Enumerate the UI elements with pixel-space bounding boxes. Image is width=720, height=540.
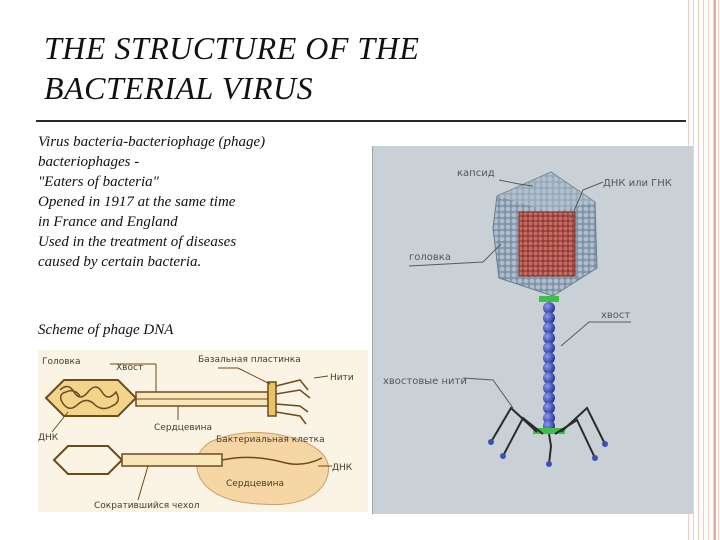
title-line-2: BACTERIAL VIRUS: [44, 70, 314, 106]
tail-fibers-label: хвостовые нити: [383, 376, 467, 387]
scheme-core-label: Сердцевина: [154, 423, 212, 433]
title-divider: [36, 120, 686, 122]
scheme-cell-shape: [196, 432, 329, 506]
scheme-core2-label: Сердцевина: [226, 479, 284, 489]
body-line: Opened in 1917 at the same time: [38, 194, 236, 210]
slide-title: THE STRUCTURE OF THE BACTERIAL VIRUS: [44, 28, 604, 108]
scheme-head-shape: [44, 379, 138, 417]
scheme-dna-coil: [59, 385, 119, 410]
tail-label: хвост: [601, 310, 630, 321]
tail-fibers-shape: [490, 406, 606, 465]
scheme-label: Scheme of phage DNA: [38, 322, 174, 338]
body-line: caused by certain bacteria.: [38, 254, 202, 270]
body-line: bacteriophages -: [38, 154, 140, 170]
capsid-label: капсид: [457, 168, 495, 179]
scheme-baseplate-label: Базальная пластинка: [198, 355, 301, 365]
scheme-tail-label: Хвост: [116, 363, 143, 373]
collar-shape: [539, 296, 559, 302]
title-line-1: THE STRUCTURE OF THE: [44, 30, 420, 66]
tail-shape: [543, 302, 555, 432]
scheme-fibers-label: Нити: [330, 373, 354, 383]
head-label: головка: [409, 252, 451, 263]
body-line: Virus bacteria-bacteriophage (phage): [38, 134, 266, 150]
dna-scheme-svg: Головка Хвост Базальная пластинка Нити С…: [38, 355, 354, 511]
scheme-cell-label: Бактериальная клетка: [216, 435, 325, 445]
scheme-dna-label: ДНК: [38, 433, 59, 443]
body-text-block: Virus bacteria-bacteriophage (phage) bac…: [38, 132, 338, 272]
phage-illustration: капсид ДНК или ГНК головка хвост хвостов…: [372, 146, 693, 514]
dna-core-shape: [518, 211, 576, 277]
phage-svg: капсид ДНК или ГНК головка хвост хвостов…: [383, 168, 672, 467]
baseplate-shape: [533, 428, 565, 434]
dna-rna-label: ДНК или ГНК: [603, 178, 672, 189]
capsid-facet: [497, 172, 595, 212]
body-line: Used in the treatment of diseases: [38, 234, 237, 250]
dna-scheme-illustration: Головка Хвост Базальная пластинка Нити С…: [38, 350, 368, 512]
scheme-sheath-label: Сократившийся чехол: [94, 501, 199, 511]
decorative-border-line: [714, 0, 716, 540]
scheme-dna2-label: ДНК: [332, 463, 353, 473]
body-line: "Eaters of bacteria": [38, 174, 159, 190]
scheme-head-label: Головка: [42, 357, 81, 367]
body-line: in France and England: [38, 214, 178, 230]
